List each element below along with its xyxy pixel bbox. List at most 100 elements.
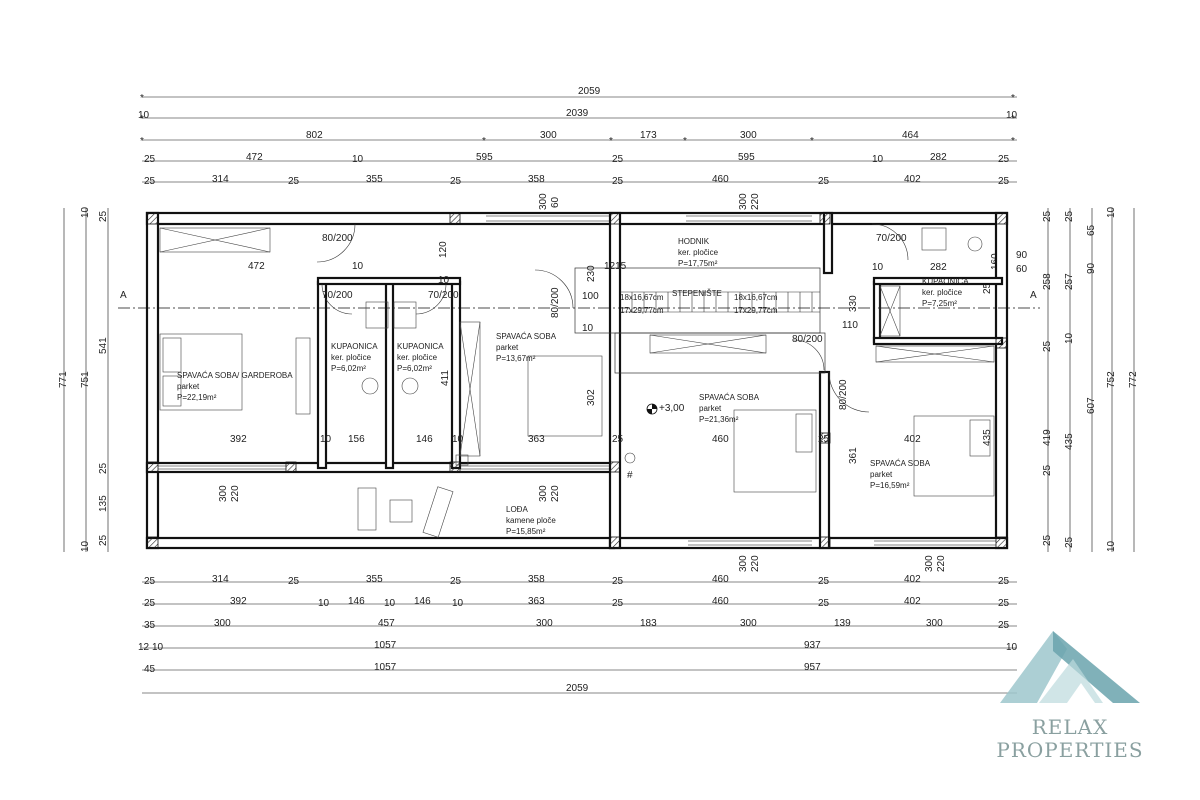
furniture bbox=[159, 227, 995, 538]
svg-text:*: * bbox=[482, 136, 486, 147]
dim-right: 90 bbox=[1016, 250, 1028, 261]
room-area: P=21,36m² bbox=[699, 415, 739, 424]
dim-right: 772 bbox=[1128, 371, 1139, 388]
dim-left: 25 bbox=[98, 462, 109, 474]
dim-interior: 220 bbox=[230, 485, 241, 502]
doors bbox=[316, 223, 909, 413]
dim-interior: 361 bbox=[848, 447, 859, 464]
dim-bottom: 183 bbox=[640, 618, 657, 629]
dim-bottom: 146 bbox=[348, 596, 365, 607]
logo-text-line2: PROPERTIES bbox=[996, 738, 1144, 762]
svg-text:*: * bbox=[810, 136, 814, 147]
dim-bottom: 10 bbox=[318, 598, 330, 609]
mountain-icon bbox=[1000, 631, 1140, 703]
dim-bottom: 10 bbox=[452, 598, 464, 609]
room-area: P=6,02m² bbox=[331, 364, 366, 373]
room-name: KUPAONICA bbox=[397, 342, 444, 351]
dim-bottom: 25 bbox=[144, 598, 156, 609]
room-area: P=15,85m² bbox=[506, 527, 546, 536]
dim-interior: 300 bbox=[924, 555, 935, 572]
dim-interior: 10 bbox=[438, 275, 450, 286]
dim-interior: 392 bbox=[230, 434, 247, 445]
dim-interior: 300 bbox=[218, 485, 229, 502]
dim-top: 2039 bbox=[566, 108, 589, 119]
dim-bottom: 355 bbox=[366, 574, 383, 585]
room-name: SPAVAĆA SOBA bbox=[699, 393, 760, 402]
top-dimension-lines: ** ** ****** 2059 10 2039 10 802 300 173… bbox=[138, 86, 1018, 187]
dim-interior: 302 bbox=[586, 389, 597, 406]
dim-bottom: 25 bbox=[612, 576, 624, 587]
room-floor: ker. pločice bbox=[678, 248, 719, 257]
dim-top: 10 bbox=[352, 154, 364, 165]
dim-top: 595 bbox=[476, 152, 493, 163]
dim-bottom: 25 bbox=[818, 576, 830, 587]
dim-interior: 300 bbox=[538, 485, 549, 502]
dim-interior: 80/200 bbox=[792, 334, 823, 345]
dim-top: 25 bbox=[450, 176, 462, 187]
dim-top: 464 bbox=[902, 130, 919, 141]
dim-bottom: 300 bbox=[214, 618, 231, 629]
dim-bottom: 25 bbox=[450, 576, 462, 587]
dim-right: 419 bbox=[1042, 429, 1053, 446]
dim-bottom: 25 bbox=[818, 598, 830, 609]
dim-interior: 80/200 bbox=[322, 233, 353, 244]
dim-bottom: 460 bbox=[712, 596, 729, 607]
room-floor: parket bbox=[496, 343, 519, 352]
dim-top: 402 bbox=[904, 174, 921, 185]
dim-interior: 1215 bbox=[604, 261, 627, 272]
dim-right: 25 bbox=[1064, 210, 1075, 222]
stair-label: STEPENIŠTE bbox=[672, 289, 722, 298]
dim-interior: 60 bbox=[550, 196, 561, 208]
dim-right: 10 bbox=[1106, 540, 1117, 552]
dim-left: 135 bbox=[98, 495, 109, 512]
dim-left: 541 bbox=[98, 337, 109, 354]
top-ticks: ** ** ****** bbox=[140, 93, 1015, 147]
dim-bottom: 363 bbox=[528, 596, 545, 607]
dim-left: 771 bbox=[58, 371, 69, 388]
dim-right: 60 bbox=[1016, 264, 1028, 275]
dim-interior: 10 bbox=[452, 434, 464, 445]
dim-bottom: 25 bbox=[288, 576, 300, 587]
dim-interior: 220 bbox=[936, 555, 947, 572]
dim-bottom: 300 bbox=[536, 618, 553, 629]
dim-top: 10 bbox=[1006, 110, 1018, 121]
dim-interior: 472 bbox=[248, 261, 265, 272]
dim-interior: 363 bbox=[528, 434, 545, 445]
dim-interior: 70/200 bbox=[322, 290, 353, 301]
dim-interior: 10 bbox=[582, 323, 594, 334]
dim-left: 751 bbox=[80, 371, 91, 388]
dim-right: 607 bbox=[1086, 397, 1097, 414]
dim-top: 173 bbox=[640, 130, 657, 141]
room-floor: ker. pločice bbox=[397, 353, 438, 362]
dim-bottom: 10 bbox=[1006, 642, 1018, 653]
stair-spec: 17x29,77cm bbox=[620, 306, 664, 315]
dim-right: 25 bbox=[1042, 340, 1053, 352]
dim-bottom: 146 bbox=[414, 596, 431, 607]
room-area: P=16,59m² bbox=[870, 481, 910, 490]
dim-bottom: 10 bbox=[384, 598, 396, 609]
logo-text-line1: RELAX bbox=[1031, 715, 1109, 739]
svg-text:*: * bbox=[140, 136, 144, 147]
shaft-symbol: # bbox=[627, 470, 633, 481]
dim-interior: 230 bbox=[586, 265, 597, 282]
svg-text:*: * bbox=[140, 114, 144, 125]
dim-bottom: 25 bbox=[998, 620, 1010, 631]
dim-bottom: 35 bbox=[144, 620, 156, 631]
dim-interior: 70/200 bbox=[428, 290, 459, 301]
dim-interior: 300 bbox=[538, 193, 549, 210]
dim-top: 300 bbox=[740, 130, 757, 141]
dim-top: 355 bbox=[366, 174, 383, 185]
room-name: SPAVAĆA SOBA bbox=[870, 459, 931, 468]
right-dimension-lines: 772 752 607 90 257 435 65 258 419 25 10 … bbox=[982, 206, 1139, 552]
dim-top: 25 bbox=[818, 176, 830, 187]
room-area: P=17,75m² bbox=[678, 259, 718, 268]
dim-bottom: 300 bbox=[926, 618, 943, 629]
dim-interior: 220 bbox=[750, 555, 761, 572]
dim-right: 90 bbox=[1086, 262, 1097, 274]
left-dimension-lines: 771 751 541 135 10 25 25 25 10 bbox=[58, 206, 109, 552]
room-name: KUPAONICA bbox=[922, 277, 969, 286]
dim-bottom: 25 bbox=[612, 598, 624, 609]
svg-text:*: * bbox=[609, 136, 613, 147]
dim-interior: 110 bbox=[842, 320, 858, 331]
